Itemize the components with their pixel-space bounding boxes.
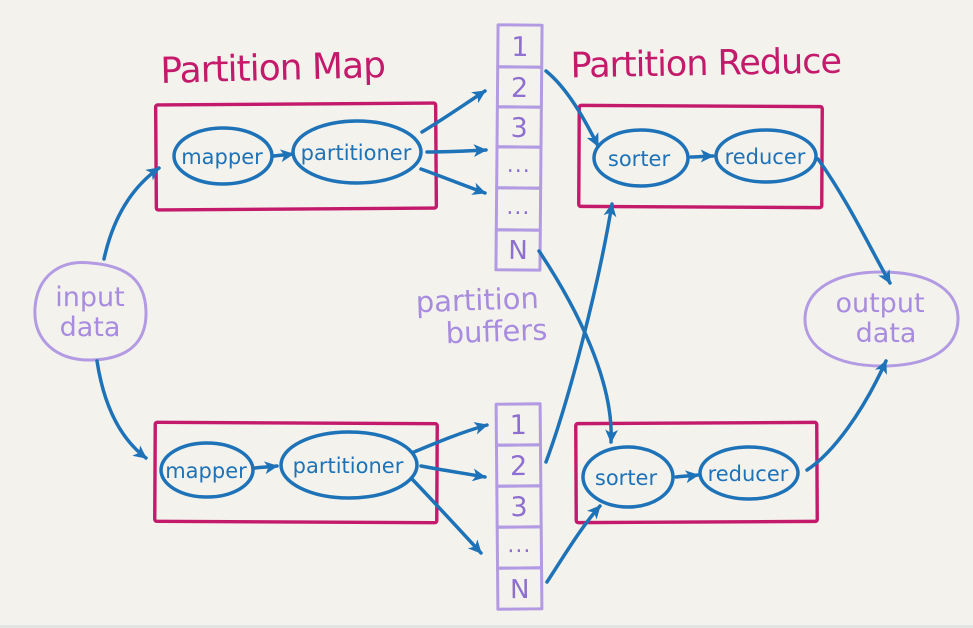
arrow-bottom-partitioner-to-buffer-3 <box>410 477 483 555</box>
reducer-node-bottom <box>698 445 800 501</box>
buffer-cell-label: 2 <box>511 73 528 104</box>
flow-arrows <box>95 69 892 584</box>
arrow-top-reducer-to-output <box>816 157 892 285</box>
output-data-label-line1: output <box>835 288 924 319</box>
input-data-blob: input data <box>33 260 148 362</box>
mapper-label-top: mapper <box>181 145 263 169</box>
partitioner-label-bottom: partitioner <box>293 454 404 478</box>
arrow-input-to-bottom-mapper <box>95 359 148 460</box>
arrow-bottom-bufferN-to-bottom-sorter <box>545 504 602 584</box>
input-data-label-line2: data <box>60 312 121 343</box>
buffer-cell-label: ... <box>507 153 531 178</box>
output-data-label-line2: data <box>856 318 917 349</box>
map-box-top: mapper partitioner <box>153 101 439 212</box>
input-data-label-line1: input <box>55 282 124 313</box>
reduce-box-top-border <box>577 103 824 210</box>
buffer-cell-label: ... <box>507 533 531 558</box>
buffer-cell-label: 3 <box>510 113 527 144</box>
map-box-bottom: mapper partitioner <box>153 420 439 525</box>
buffer-cell-label: 3 <box>510 492 527 523</box>
partition-buffer-stack-bottom: 1 2 3 ... N <box>494 402 544 611</box>
output-data-blob: output data <box>803 270 960 368</box>
partition-buffers-label: partition buffers <box>415 281 548 351</box>
buffer-cell <box>496 566 544 611</box>
buffer-cell-label: ... <box>506 195 530 220</box>
sorter-node-top <box>592 128 690 188</box>
reduce-box-top: sorter reducer <box>577 103 824 210</box>
mapper-node-bottom <box>159 441 255 499</box>
arrow-sorter-reducer-top <box>689 149 715 163</box>
arrow-top-partitioner-to-buffer-1 <box>420 89 487 134</box>
arrow-mapper-partitioner-top <box>272 149 295 163</box>
arrow-bottom-reducer-to-output <box>805 359 888 472</box>
buffer-cell-label: 2 <box>510 451 527 482</box>
reduce-box-bottom-border <box>574 420 819 525</box>
arrow-top-partitioner-to-buffer-2 <box>425 144 488 158</box>
arrow-top-buffer2-to-top-sorter <box>544 69 600 148</box>
arrow-bottom-partitioner-to-buffer-2 <box>419 464 487 482</box>
reducer-node-top <box>714 128 818 184</box>
arrow-top-bufferN-to-bottom-sorter <box>537 249 619 444</box>
arrow-sorter-reducer-bottom <box>674 470 700 484</box>
window-bottom-edge <box>0 625 973 628</box>
buffer-cell-label: N <box>510 575 530 605</box>
input-data-outline <box>33 260 148 362</box>
buffer-cell-label: N <box>508 236 528 266</box>
buffer-cell-label: 1 <box>510 410 527 441</box>
sorter-node-bottom <box>581 445 675 509</box>
mapper-label-bottom: mapper <box>165 459 247 483</box>
arrow-input-to-top-mapper <box>102 166 161 261</box>
partition-buffer-stack-top: 1 2 3 ... ... N <box>494 23 544 272</box>
partitioner-node-bottom <box>279 430 419 500</box>
sorter-label-top: sorter <box>608 147 671 171</box>
arrow-top-partitioner-to-buffer-3 <box>419 167 487 195</box>
arrow-bottom-partitioner-to-buffer-1 <box>412 422 489 454</box>
title-partition-map: Partition Map <box>160 45 385 92</box>
reducer-label-top: reducer <box>725 145 806 169</box>
partitioner-label-top: partitioner <box>301 141 412 165</box>
reducer-label-bottom: reducer <box>708 462 789 486</box>
mapper-node-top <box>172 126 274 186</box>
reduce-box-bottom: sorter reducer <box>574 420 819 525</box>
sorter-label-bottom: sorter <box>595 466 658 490</box>
arrow-mapper-partitioner-bottom <box>253 461 279 475</box>
partition-buffers-label-line1: partition <box>415 281 539 319</box>
partition-buffers-label-line2: buffers <box>445 313 548 351</box>
map-box-bottom-border <box>153 420 439 525</box>
partitioner-node-top <box>291 119 423 185</box>
title-partition-reduce: Partition Reduce <box>570 42 841 87</box>
map-box-top-border <box>153 101 439 212</box>
arrow-bottom-buffer2-to-top-sorter <box>544 202 617 464</box>
buffer-cell-label: 1 <box>511 32 528 63</box>
